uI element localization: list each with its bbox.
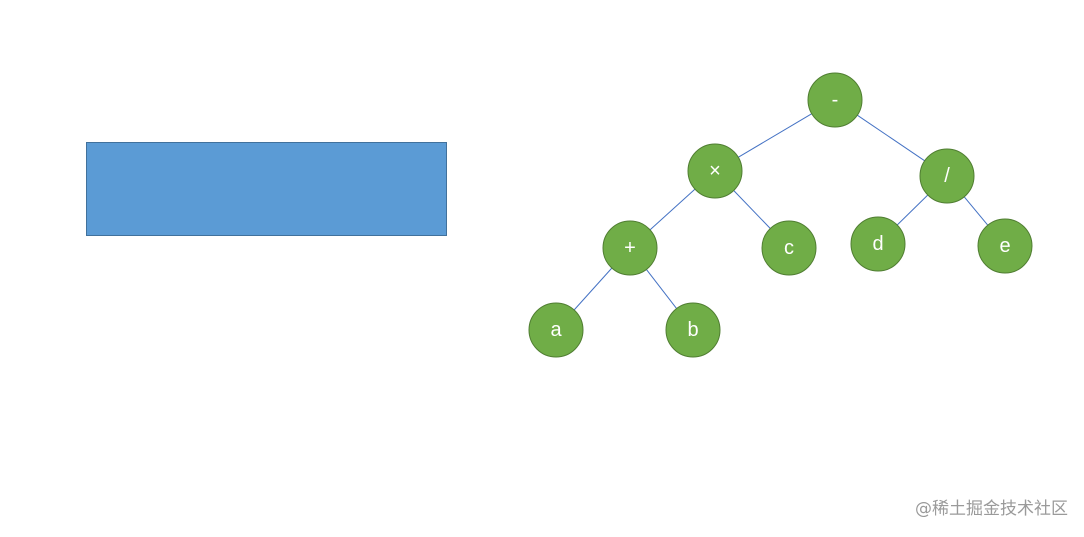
edge-times-plus [649, 188, 696, 231]
edge-plus-a [573, 267, 613, 311]
node-circle-times [687, 143, 743, 199]
tree-edges [573, 113, 989, 311]
edge-minus-divide [857, 114, 925, 162]
node-circle-c [761, 220, 817, 276]
edge-plus-b [646, 269, 677, 309]
edge-divide-d [896, 194, 929, 226]
edge-minus-times [737, 113, 813, 158]
edge-times-c [733, 190, 771, 229]
tree-node-times: × [687, 143, 743, 199]
node-circle-divide [919, 148, 975, 204]
node-circle-a [528, 302, 584, 358]
node-label-d: d [872, 233, 883, 255]
node-circle-plus [602, 220, 658, 276]
tree-node-minus: - [807, 72, 863, 128]
node-label-e: e [999, 235, 1010, 257]
node-circle-e [977, 218, 1033, 274]
node-circle-b [665, 302, 721, 358]
blue-rectangle [86, 142, 447, 236]
node-label-plus: + [624, 237, 636, 259]
node-circle-minus [807, 72, 863, 128]
tree-node-d: d [850, 216, 906, 272]
node-label-c: c [784, 237, 794, 259]
tree-nodes: - × / + c d e a b [528, 72, 1033, 358]
node-label-b: b [687, 319, 698, 341]
node-circle-d [850, 216, 906, 272]
node-label-a: a [550, 319, 562, 341]
node-label-minus: - [832, 89, 839, 111]
tree-node-plus: + [602, 220, 658, 276]
watermark-text: @稀土掘金技术社区 [915, 499, 1068, 519]
tree-node-e: e [977, 218, 1033, 274]
tree-node-a: a [528, 302, 584, 358]
tree-node-c: c [761, 220, 817, 276]
tree-node-b: b [665, 302, 721, 358]
node-label-divide: / [944, 165, 950, 187]
edge-divide-e [963, 196, 989, 226]
node-label-times: × [709, 160, 721, 182]
tree-node-divide: / [919, 148, 975, 204]
